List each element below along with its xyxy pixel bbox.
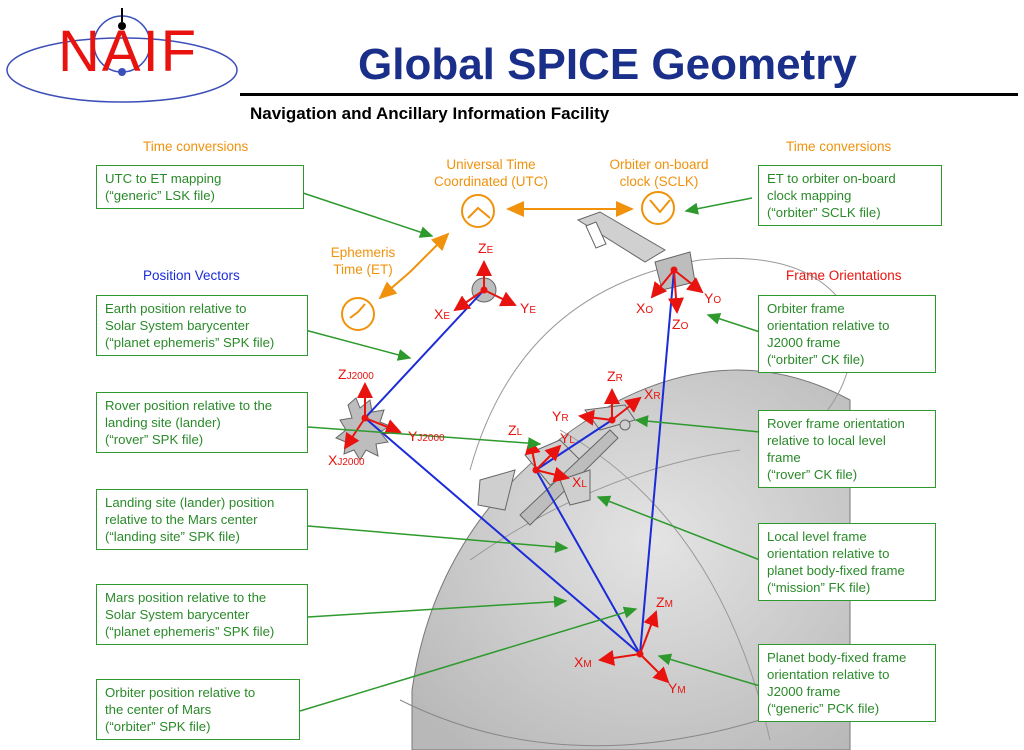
axis-label-yj2000: YJ2000 bbox=[408, 428, 445, 444]
axis-label-ye: YE bbox=[520, 300, 537, 316]
frame-axes bbox=[343, 260, 704, 684]
header-rule bbox=[240, 93, 1018, 96]
utc-et-box: UTC to ET mapping(“generic” LSK file) bbox=[96, 165, 304, 209]
time-conversions-left-label: Time conversions bbox=[143, 139, 249, 154]
page-subtitle: Navigation and Ancillary Information Fac… bbox=[250, 104, 610, 123]
axis-label-zm: ZM bbox=[656, 594, 673, 610]
logo-text: NAIF bbox=[58, 19, 199, 84]
axis-label-zl: ZL bbox=[508, 422, 523, 438]
axis-label-xo: XO bbox=[636, 300, 654, 316]
axis-label-zr: ZR bbox=[607, 368, 623, 384]
frame-orientations-label: Frame Orientations bbox=[786, 268, 902, 283]
position-vectors bbox=[364, 269, 675, 655]
axis-label-yo: YO bbox=[704, 290, 722, 306]
naif-logo bbox=[6, 8, 238, 103]
axis-label-ym: YM bbox=[668, 680, 686, 696]
axis-label-xr: XR bbox=[644, 386, 661, 402]
callout-arrows bbox=[299, 192, 761, 712]
axis-label-zo: ZO bbox=[672, 316, 689, 332]
axis-label-xe: XE bbox=[434, 306, 451, 322]
axis-label-zj2000: ZJ2000 bbox=[338, 366, 374, 382]
axis-label-yl: YL bbox=[560, 430, 575, 446]
axis-label-xl: XL bbox=[572, 474, 587, 490]
axis-label-xm: XM bbox=[574, 654, 592, 670]
position-vectors-label: Position Vectors bbox=[143, 268, 240, 283]
axis-label-xj2000: XJ2000 bbox=[328, 452, 365, 468]
sclk-clock-icon bbox=[641, 191, 675, 225]
page-title: Global SPICE Geometry bbox=[358, 40, 857, 89]
axis-label-ze: ZE bbox=[478, 240, 494, 256]
orbiter bbox=[576, 211, 696, 291]
time-conversion-arrows bbox=[378, 201, 634, 300]
axis-label-yr: YR bbox=[552, 408, 569, 424]
frame-origins bbox=[361, 266, 678, 658]
utc-clock-icon bbox=[461, 194, 495, 228]
time-conversions-right-label: Time conversions bbox=[786, 139, 892, 154]
et-clock-icon bbox=[341, 297, 375, 331]
